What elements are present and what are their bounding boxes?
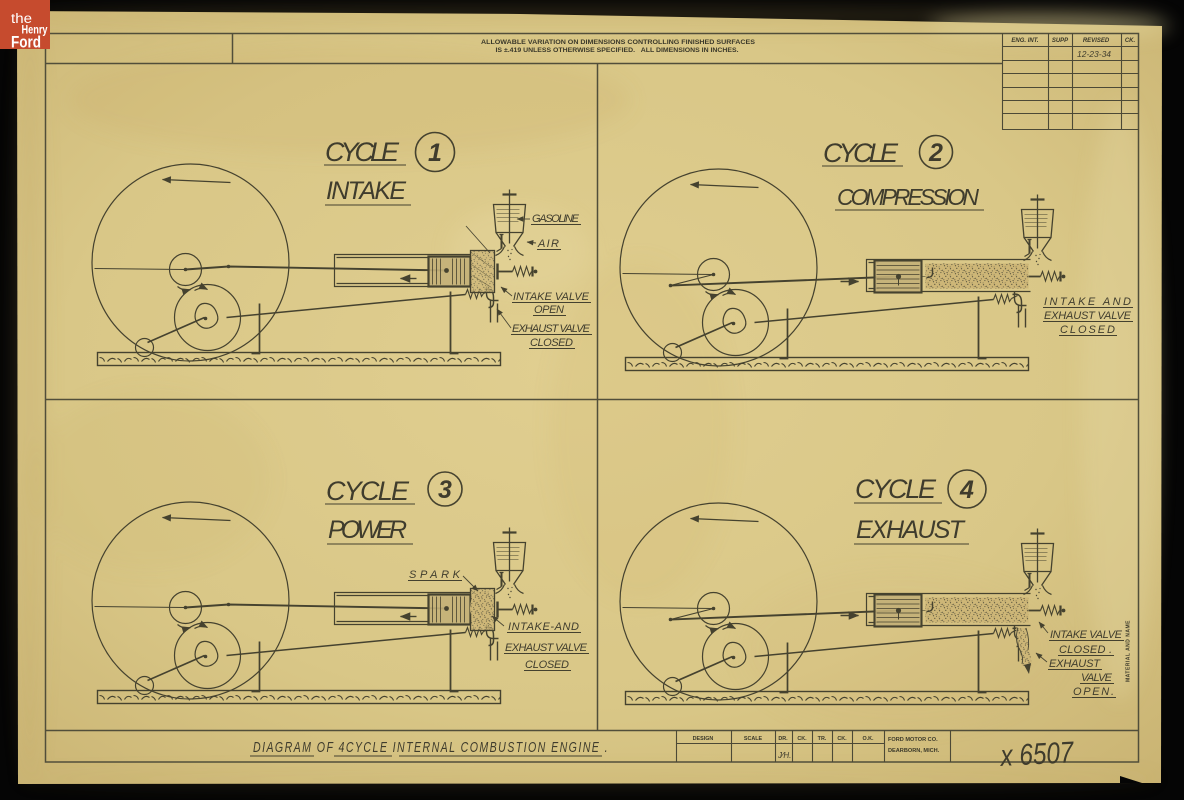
svg-text:INTAKE-AND: INTAKE-AND bbox=[508, 621, 580, 633]
svg-text:INTAKE AND: INTAKE AND bbox=[1044, 296, 1132, 308]
svg-text:EXHAUST: EXHAUST bbox=[1049, 658, 1101, 670]
svg-text:12-23-34: 12-23-34 bbox=[1077, 49, 1111, 59]
svg-text:1: 1 bbox=[428, 139, 442, 167]
svg-text:CK.: CK. bbox=[797, 736, 807, 742]
svg-text:CYCLE: CYCLE bbox=[823, 138, 902, 168]
svg-text:VALVE: VALVE bbox=[1081, 672, 1113, 684]
svg-text:SUPP: SUPP bbox=[1052, 38, 1069, 44]
svg-text:REVISED: REVISED bbox=[1083, 38, 1110, 44]
svg-text:CK.: CK. bbox=[1125, 38, 1136, 44]
svg-text:INTAKE VALVE: INTAKE VALVE bbox=[513, 291, 590, 303]
svg-text:DEARBORN, MICH.: DEARBORN, MICH. bbox=[888, 748, 940, 754]
svg-text:SPARK: SPARK bbox=[409, 569, 461, 581]
svg-text:CLOSED: CLOSED bbox=[1060, 324, 1116, 336]
svg-text:2: 2 bbox=[928, 139, 943, 167]
svg-text:GASOLINE: GASOLINE bbox=[532, 213, 580, 225]
svg-text:CYCLE: CYCLE bbox=[326, 476, 413, 506]
svg-text:AIR: AIR bbox=[537, 238, 560, 250]
svg-text:DIAGRAM OF 4CYCLE INTERNAL COM: DIAGRAM OF 4CYCLE INTERNAL COMBUSTION EN… bbox=[253, 739, 609, 756]
svg-text:EXHAUST VALVE: EXHAUST VALVE bbox=[1044, 310, 1132, 322]
svg-text:CLOSED .: CLOSED . bbox=[1059, 644, 1113, 656]
svg-text:FORD MOTOR CO.: FORD MOTOR CO. bbox=[888, 737, 938, 743]
svg-text:Ford: Ford bbox=[11, 34, 41, 52]
svg-text:OPEN: OPEN bbox=[534, 304, 565, 316]
svg-text:CLOSED: CLOSED bbox=[525, 659, 570, 671]
svg-text:SCALE: SCALE bbox=[744, 736, 763, 742]
svg-text:DESIGN: DESIGN bbox=[693, 736, 714, 742]
svg-text:O.K.: O.K. bbox=[862, 736, 874, 742]
svg-text:DR.: DR. bbox=[778, 736, 788, 742]
svg-text:COMPRESSION: COMPRESSION bbox=[837, 184, 983, 210]
svg-text:ALLOWABLE VARIATION ON DIMENSI: ALLOWABLE VARIATION ON DIMENSIONS CONTRO… bbox=[481, 39, 756, 46]
svg-text:POWER: POWER bbox=[328, 516, 411, 544]
svg-text:ENG. INT.: ENG. INT. bbox=[1011, 38, 1039, 44]
svg-text:4: 4 bbox=[959, 476, 974, 504]
svg-text:CLOSED: CLOSED bbox=[530, 337, 574, 349]
svg-text:EXHAUST VALVE: EXHAUST VALVE bbox=[512, 323, 591, 335]
svg-text:TR.: TR. bbox=[818, 736, 827, 742]
svg-text:IS ±.419 UNLESS OTHERWISE SPEC: IS ±.419 UNLESS OTHERWISE SPECIFIED. ALL… bbox=[496, 47, 739, 54]
svg-text:CK.: CK. bbox=[837, 736, 847, 742]
svg-text:INTAKE: INTAKE bbox=[326, 177, 410, 205]
svg-text:EXHAUST: EXHAUST bbox=[856, 516, 968, 544]
svg-text:CYCLE: CYCLE bbox=[325, 137, 403, 167]
svg-text:x 6507: x 6507 bbox=[998, 736, 1075, 773]
svg-text:J⁄H.: J⁄H. bbox=[777, 751, 791, 760]
svg-text:OPEN.: OPEN. bbox=[1073, 686, 1115, 698]
svg-text:CYCLE: CYCLE bbox=[855, 474, 940, 504]
svg-text:the: the bbox=[11, 11, 32, 26]
svg-text:MATERIAL AND NAME: MATERIAL AND NAME bbox=[1126, 620, 1132, 682]
svg-text:3: 3 bbox=[438, 476, 452, 504]
svg-text:Henry: Henry bbox=[22, 25, 48, 37]
svg-text:EXHAUST VALVE: EXHAUST VALVE bbox=[505, 642, 588, 654]
svg-text:INTAKE VALVE: INTAKE VALVE bbox=[1050, 629, 1123, 641]
